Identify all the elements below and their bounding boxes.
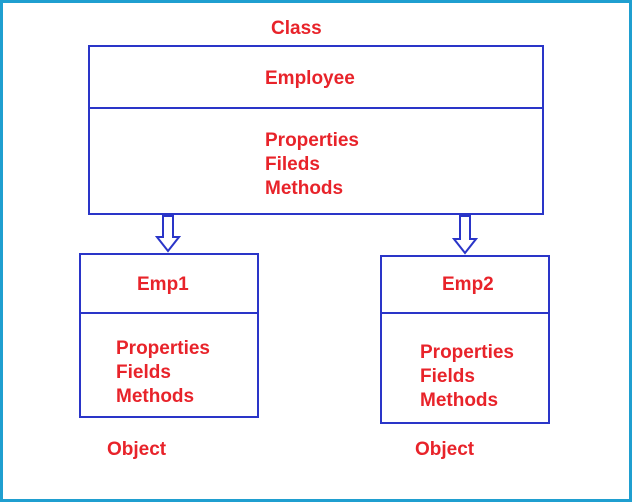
class-member-fileds: Fileds bbox=[265, 154, 320, 175]
object-name: Emp1 bbox=[137, 274, 189, 295]
object-divider bbox=[382, 312, 548, 314]
object-caption-emp2: Object bbox=[415, 439, 475, 460]
class-member-methods: Methods bbox=[265, 178, 344, 199]
object-member-methods: Methods bbox=[420, 390, 499, 411]
class-name: Employee bbox=[265, 68, 355, 89]
class-member-properties: Properties bbox=[265, 130, 359, 151]
object-member-properties: Properties bbox=[116, 338, 210, 359]
object-member-methods: Methods bbox=[116, 386, 195, 407]
object-member-fields: Fields bbox=[116, 362, 171, 383]
arrow-down-icon bbox=[452, 215, 478, 255]
arrow-down-icon bbox=[155, 215, 181, 253]
object-member-properties: Properties bbox=[420, 342, 514, 363]
object-caption-emp1: Object bbox=[107, 439, 167, 460]
object-box-emp2: Emp2 Properties Fields Methods bbox=[380, 255, 550, 424]
class-box-employee: Employee Properties Fileds Methods bbox=[88, 45, 544, 215]
class-caption: Class bbox=[271, 18, 322, 39]
object-member-fields: Fields bbox=[420, 366, 475, 387]
object-divider bbox=[81, 312, 257, 314]
class-divider bbox=[90, 107, 542, 109]
object-name: Emp2 bbox=[442, 274, 494, 295]
object-box-emp1: Emp1 Properties Fields Methods bbox=[79, 253, 259, 418]
